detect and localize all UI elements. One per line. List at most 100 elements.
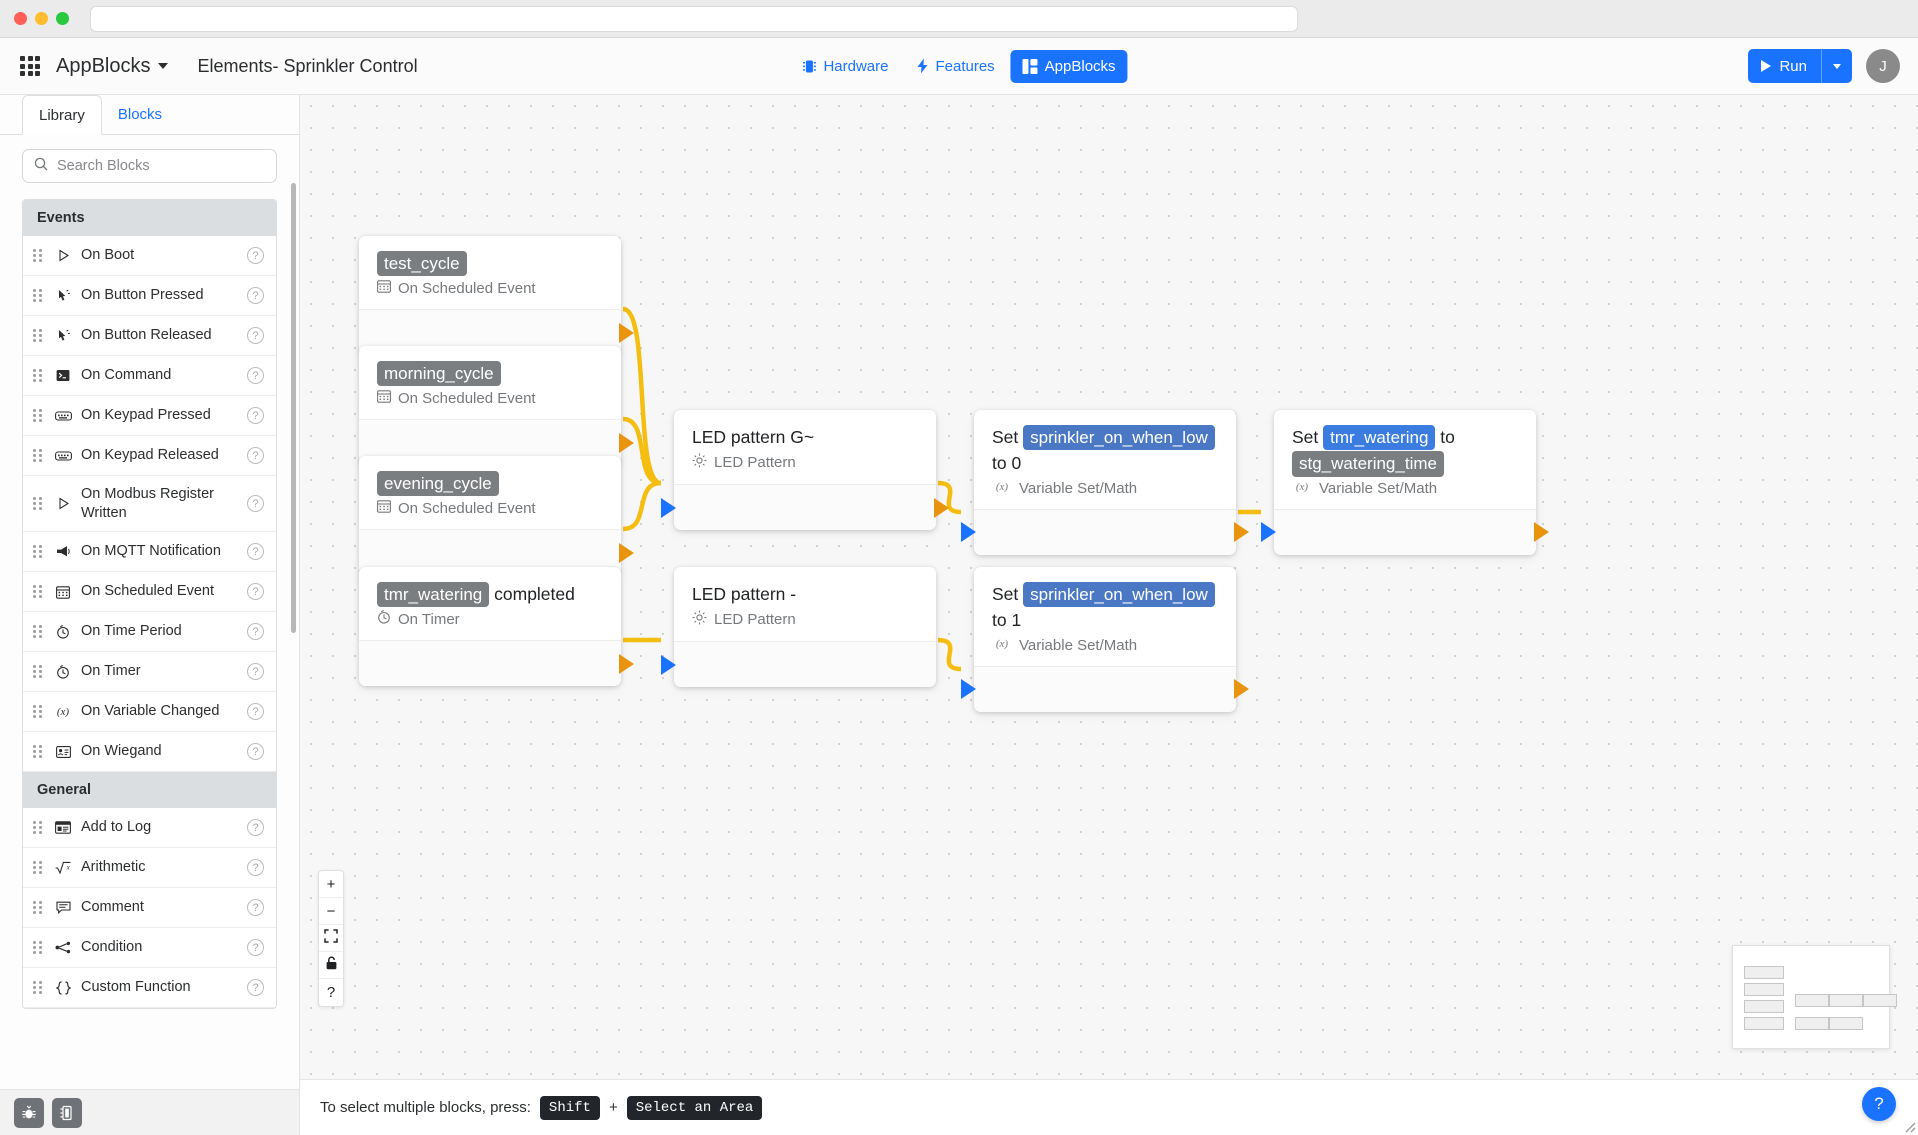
maximize-window-button[interactable] [56, 12, 69, 25]
block-node-set_tmr_watering[interactable]: Set tmr_watering to stg_watering_time(x)… [1261, 410, 1549, 555]
help-icon[interactable]: ? [247, 247, 264, 264]
help-icon[interactable]: ? [247, 663, 264, 681]
canvas-minimap[interactable] [1732, 945, 1897, 1049]
library-block-item[interactable]: On Command? [23, 356, 276, 396]
tab-blocks[interactable]: Blocks [102, 95, 178, 134]
lock-canvas-button[interactable] [319, 952, 343, 979]
library-block-item[interactable]: (x)On Variable Changed? [23, 692, 276, 733]
drag-handle-icon[interactable] [33, 980, 43, 995]
avatar[interactable]: J [1866, 49, 1900, 83]
help-icon[interactable]: ? [247, 703, 264, 721]
library-block-item[interactable]: On Modbus Register Written? [23, 476, 276, 533]
minimize-window-button[interactable] [35, 12, 48, 25]
tab-features[interactable]: Features [904, 50, 1006, 83]
help-icon[interactable]: ? [247, 495, 264, 513]
bug-icon[interactable] [14, 1097, 44, 1128]
output-port[interactable] [934, 497, 949, 518]
output-port[interactable] [1234, 679, 1249, 700]
drag-handle-icon[interactable] [33, 288, 43, 303]
help-icon[interactable]: ? [247, 979, 264, 997]
library-block-item[interactable]: On Scheduled Event? [23, 572, 276, 613]
output-port[interactable] [619, 432, 634, 453]
help-icon[interactable]: ? [247, 819, 264, 837]
grid-apps-icon[interactable] [20, 56, 40, 76]
run-options-button[interactable] [1821, 49, 1852, 83]
library-block-item[interactable]: Condition? [23, 928, 276, 969]
chip-icon[interactable] [52, 1097, 82, 1128]
run-button[interactable]: Run [1748, 49, 1852, 83]
library-block-item[interactable]: On Boot? [23, 236, 276, 276]
input-port[interactable] [661, 497, 676, 518]
help-icon[interactable]: ? [247, 859, 264, 877]
output-port[interactable] [619, 322, 634, 343]
browser-url-bar[interactable] [90, 6, 1298, 32]
block-node-set_sprinkler_low_0[interactable]: Set sprinkler_on_when_low to 0(x)Variabl… [961, 410, 1249, 555]
help-icon[interactable]: ? [247, 367, 264, 384]
tab-appblocks[interactable]: AppBlocks [1010, 49, 1128, 83]
zoom-out-button[interactable]: − [319, 898, 343, 925]
help-icon[interactable]: ? [247, 939, 264, 957]
help-icon[interactable]: ? [247, 899, 264, 917]
drag-handle-icon[interactable] [33, 624, 43, 639]
search-blocks-field[interactable] [22, 149, 277, 183]
help-icon[interactable]: ? [247, 327, 264, 344]
block-node-led_pattern_g[interactable]: LED pattern G~LED Pattern [661, 410, 949, 531]
library-block-item[interactable]: On Button Released? [23, 316, 276, 356]
library-block-item[interactable]: On Timer? [23, 652, 276, 693]
help-icon[interactable]: ? [247, 583, 264, 601]
drag-handle-icon[interactable] [33, 900, 43, 915]
close-window-button[interactable] [14, 12, 27, 25]
library-block-item[interactable]: Add to Log? [23, 808, 276, 849]
drag-handle-icon[interactable] [33, 328, 43, 343]
drag-handle-icon[interactable] [33, 368, 43, 383]
library-block-item[interactable]: On Wiegand? [23, 732, 276, 773]
drag-handle-icon[interactable] [33, 744, 43, 759]
drag-handle-icon[interactable] [33, 704, 43, 719]
library-block-item[interactable]: On Keypad Pressed? [23, 396, 276, 436]
block-node-set_sprinkler_low_1[interactable]: Set sprinkler_on_when_low to 1(x)Variabl… [961, 567, 1249, 712]
help-fab-button[interactable]: ? [1862, 1087, 1896, 1121]
search-input[interactable] [57, 158, 265, 174]
brand-menu[interactable]: AppBlocks [56, 55, 168, 78]
drag-handle-icon[interactable] [33, 584, 43, 599]
library-block-item[interactable]: Comment? [23, 888, 276, 929]
library-block-item[interactable]: On Button Pressed? [23, 276, 276, 316]
library-block-item[interactable]: Custom Function? [23, 968, 276, 1009]
canvas-help-button[interactable]: ? [326, 984, 336, 1001]
drag-handle-icon[interactable] [33, 496, 43, 511]
drag-handle-icon[interactable] [33, 860, 43, 875]
help-icon[interactable]: ? [247, 407, 264, 424]
drag-handle-icon[interactable] [33, 408, 43, 423]
library-block-item[interactable]: On Time Period? [23, 612, 276, 653]
sidebar-scrollbar[interactable] [291, 183, 296, 633]
input-port[interactable] [961, 522, 976, 543]
tab-hardware[interactable]: Hardware [790, 50, 900, 83]
block-node-led_pattern_dash[interactable]: LED pattern -LED Pattern [661, 567, 936, 688]
tab-library[interactable]: Library [22, 95, 102, 135]
library-block-item[interactable]: On MQTT Notification? [23, 532, 276, 573]
library-block-item[interactable]: On Keypad Released? [23, 436, 276, 476]
run-button-main[interactable]: Run [1748, 49, 1821, 83]
zoom-in-button[interactable]: + [319, 871, 343, 898]
input-port[interactable] [1261, 522, 1276, 543]
output-port[interactable] [1534, 522, 1549, 543]
drag-handle-icon[interactable] [33, 664, 43, 679]
input-port[interactable] [961, 679, 976, 700]
help-icon[interactable]: ? [247, 623, 264, 641]
drag-handle-icon[interactable] [33, 940, 43, 955]
drag-handle-icon[interactable] [33, 248, 43, 263]
help-icon[interactable]: ? [247, 543, 264, 561]
help-icon[interactable]: ? [247, 447, 264, 464]
output-port[interactable] [619, 653, 634, 674]
help-icon[interactable]: ? [247, 287, 264, 304]
output-port[interactable] [1234, 522, 1249, 543]
input-port[interactable] [661, 654, 676, 675]
drag-handle-icon[interactable] [33, 820, 43, 835]
help-icon[interactable]: ? [247, 743, 264, 761]
